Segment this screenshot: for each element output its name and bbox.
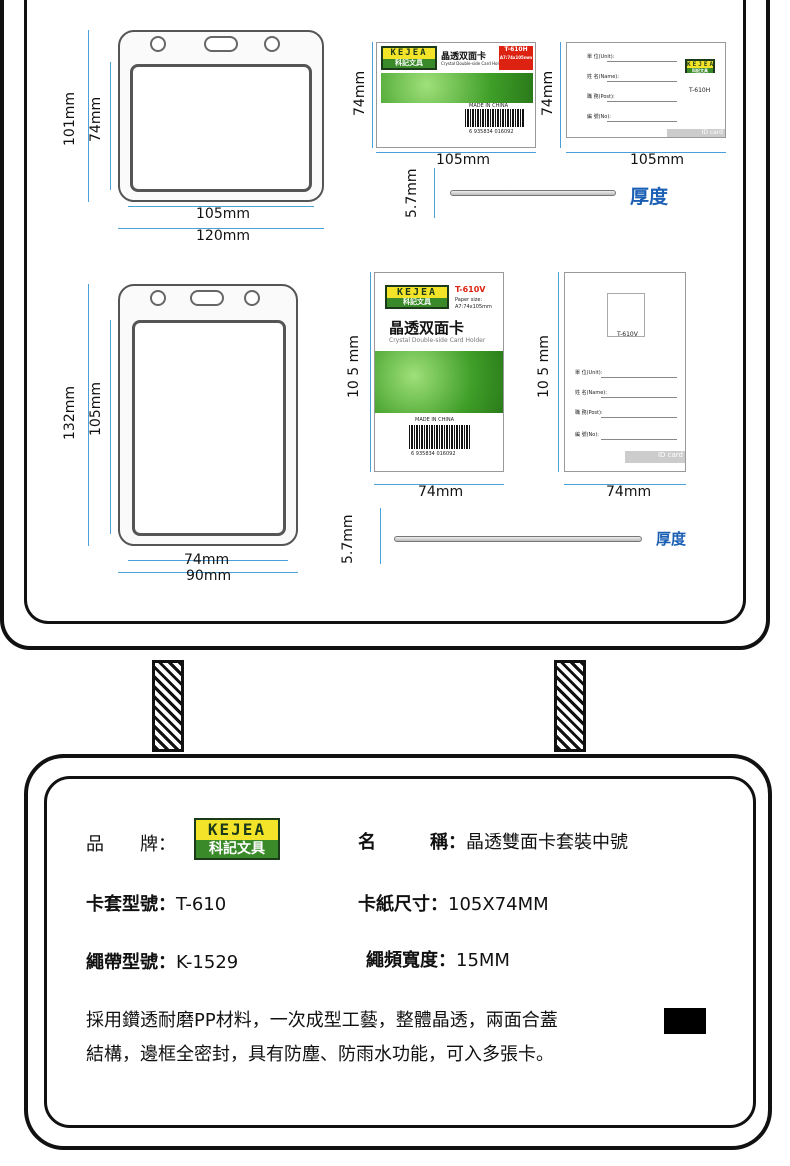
holder-hole-left xyxy=(150,36,166,52)
dim-window-height: 74mm xyxy=(88,96,104,142)
dim-card-back-height: 74mm xyxy=(540,70,556,116)
top-outer-frame xyxy=(0,0,770,650)
paper-size-row: 卡紙尺寸：105X74MM xyxy=(358,894,549,915)
dim-window-width-v: 74mm xyxy=(184,552,230,568)
dim-card-back-width-v: 74mm xyxy=(606,484,652,500)
dim-holder-width: 120mm xyxy=(196,228,250,244)
dim-card-front-width-v: 74mm xyxy=(418,484,464,500)
card-front-horizontal: KEJEA 科記文具 晶透双面卡 Crystal Double-side Car… xyxy=(376,42,536,148)
dim-window-width: 105mm xyxy=(196,206,250,222)
strap-width-row: 繩頻寬度：15MM xyxy=(366,950,510,971)
thickness-label-v: 厚度 xyxy=(656,530,687,548)
dim-holder-width-v: 90mm xyxy=(186,568,232,584)
dim-card-front-height-v: 10 5 mm xyxy=(346,335,362,398)
card-green-band xyxy=(381,73,533,103)
holder-window-vertical xyxy=(132,320,286,536)
model-row: 卡套型號：T-610 xyxy=(86,894,227,915)
dim-card-front-height: 74mm xyxy=(352,70,368,116)
dim-window-height-v: 105mm xyxy=(88,382,104,436)
vertical-holder xyxy=(118,284,298,546)
thickness-label: 厚度 xyxy=(630,186,669,208)
dim-card-back-width: 105mm xyxy=(630,152,684,168)
card-title: 晶透双面卡 xyxy=(441,52,487,62)
description-line-2: 結構，邊框全密封，具有防塵、防雨水功能，可入多張卡。 xyxy=(86,1044,554,1065)
horizontal-holder xyxy=(118,30,324,202)
bottom-outer-frame xyxy=(24,754,772,1150)
thickness-rod xyxy=(450,190,616,196)
holder-slot xyxy=(204,36,238,52)
holder-hole-right xyxy=(264,36,280,52)
brand-label: 品 牌： xyxy=(86,834,176,855)
card-back-horizontal: 單 位(Unit): 姓 名(Name): 職 務(Post): 編 號(No)… xyxy=(566,42,726,138)
right-strap xyxy=(554,660,586,752)
photo-box xyxy=(607,293,645,337)
card-front-vertical: KEJEA 科記文具 T-610V Paper size: A7:74x105m… xyxy=(374,272,504,472)
holder-window xyxy=(130,64,312,192)
name-row: 名 稱：晶透雙面卡套裝中號 xyxy=(358,832,628,853)
black-badge xyxy=(664,1008,706,1034)
brand-logo: KEJEA 科記文具 xyxy=(194,818,280,860)
thickness-rod-v xyxy=(394,536,642,542)
dim-holder-height-v: 132mm xyxy=(62,386,78,440)
dim-card-back-height-v: 10 5 mm xyxy=(536,335,552,398)
dim-holder-height: 101mm xyxy=(62,92,78,146)
left-strap xyxy=(152,660,184,752)
card-barcode xyxy=(465,109,525,127)
dim-thickness: 5.7mm xyxy=(404,168,420,218)
strap-model-row: 繩帶型號：K-1529 xyxy=(86,952,239,973)
description-line-1: 採用鑽透耐磨PP材料，一次成型工藝，整體晶透，兩面合蓋 xyxy=(86,1010,558,1031)
dim-card-front-width: 105mm xyxy=(436,152,490,168)
card-back-vertical: T-610V 單 位(Unit): 姓 名(Name): 職 務(Post): … xyxy=(564,272,686,472)
bottom-inner-panel xyxy=(44,776,756,1128)
dim-thickness-v: 5.7mm xyxy=(340,514,356,564)
card-logo: KEJEA 科記文具 xyxy=(381,46,437,70)
